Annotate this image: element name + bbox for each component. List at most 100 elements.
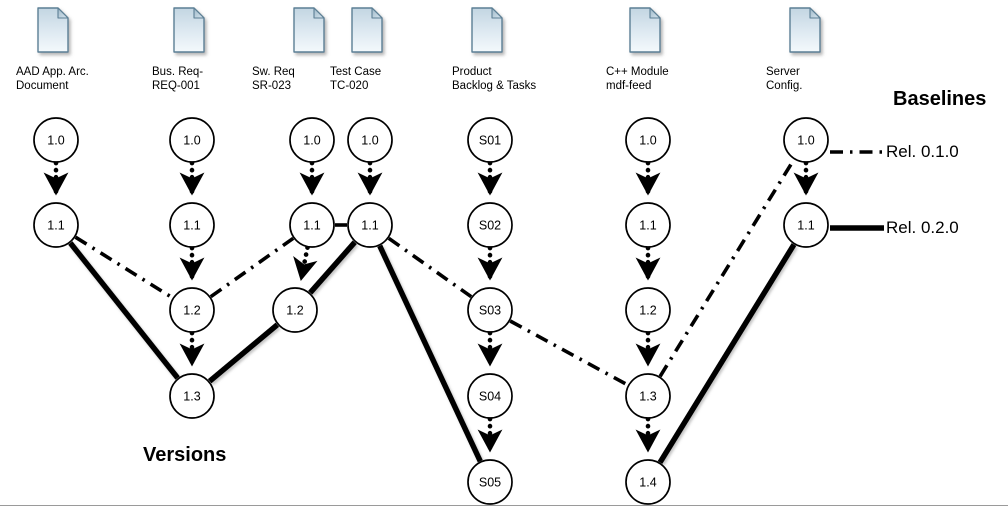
version-node-circle[interactable] [625,459,671,505]
version-node-label: 1.0 [797,134,814,148]
version-node[interactable]: 1.0 [169,117,215,163]
version-node-label: 1.3 [639,390,656,404]
version-arrows-group [43,160,819,453]
version-node-circle[interactable] [467,373,513,419]
baseline-segment [209,236,295,299]
baselines-title: Baselines [893,88,987,110]
version-node-label: 1.1 [303,219,320,233]
baseline-segment [387,236,473,299]
version-node[interactable]: 1.4 [625,459,671,505]
version-node[interactable]: 1.0 [289,117,335,163]
version-node-circle[interactable] [289,202,335,248]
version-node[interactable]: 1.3 [625,373,671,419]
version-node-label: 1.0 [361,134,378,148]
document-label: Bus. Req- REQ-001 [152,66,204,92]
version-nodes-group: 1.0 1.1 1.0 1.1 1.2 1.3 1.0 1.1 1.2 1.0 1.1 S01S02S… [33,117,829,505]
baseline-rel-0-2-0-path [68,240,797,485]
document-icon [173,7,205,53]
version-node-label: 1.2 [639,304,656,318]
document-icon [789,7,821,53]
version-node-label: S04 [479,390,501,404]
document-label: AAD App. Arc. Document [16,66,89,92]
version-node[interactable]: 1.2 [169,287,215,333]
version-node-label: 1.0 [639,134,656,148]
version-node-circle[interactable] [347,117,393,163]
version-node-circle[interactable] [467,117,513,163]
version-node[interactable]: 1.2 [625,287,671,333]
version-node-label: S05 [479,476,501,490]
version-node-circle[interactable] [169,373,215,419]
document-label: Sw. Req SR-023 [252,66,295,92]
version-node-circle[interactable] [625,117,671,163]
version-node[interactable]: 1.1 [783,202,829,248]
version-node-label: S02 [479,219,501,233]
version-node-circle[interactable] [625,202,671,248]
version-node[interactable]: 1.0 [33,117,79,163]
legend-label: Rel. 0.1.0 [886,142,959,161]
baseline-segment [657,243,797,464]
document-icon [293,7,325,53]
version-node[interactable]: S03 [467,287,513,333]
version-node-label: 1.0 [47,134,64,148]
version-node-circle[interactable] [467,202,513,248]
version-node-circle[interactable] [169,117,215,163]
version-node[interactable]: S02 [467,202,513,248]
document-icon [471,7,503,53]
baseline-segment [74,235,174,300]
version-node-circle[interactable] [467,287,513,333]
version-node-circle[interactable] [169,202,215,248]
version-node[interactable]: 1.3 [169,373,215,419]
version-node[interactable]: 1.1 [347,202,393,248]
version-node[interactable]: 1.1 [169,202,215,248]
version-node[interactable]: 1.0 [625,117,671,163]
version-node[interactable]: S05 [467,459,513,505]
document-label: Product Backlog & Tasks [452,66,537,92]
baseline-segment [509,319,629,387]
version-node-label: 1.1 [183,219,200,233]
bottom-divider [0,505,1008,506]
legend-lines-group [830,150,884,231]
version-node-label: 1.2 [286,304,303,318]
document-icon [37,7,69,53]
version-node[interactable]: S04 [467,373,513,419]
version-node-label: 1.0 [303,134,320,148]
version-node-circle[interactable] [467,459,513,505]
version-node[interactable]: 1.2 [272,287,318,333]
baseline-segment [308,240,357,295]
version-node-circle[interactable] [625,373,671,419]
version-node-circle[interactable] [783,202,829,248]
version-node-label: 1.1 [47,219,64,233]
version-node[interactable]: 1.1 [625,202,671,248]
version-node-circle[interactable] [33,117,79,163]
baseline-segment [68,241,180,380]
version-node-label: 1.0 [183,134,200,148]
baseline-segment [207,322,280,384]
baseline-rel-0-1-0-path [74,158,796,387]
legend-label: Rel. 0.2.0 [886,218,959,237]
version-node[interactable]: 1.1 [289,202,335,248]
version-node-label: S03 [479,304,501,318]
version-node-circle[interactable] [289,117,335,163]
document-icons-group [37,7,821,53]
baseline-segment [377,244,483,463]
version-node[interactable]: S01 [467,117,513,163]
baseline-segment [658,158,796,378]
version-node-label: 1.3 [183,390,200,404]
version-node[interactable]: 1.0 [347,117,393,163]
document-label: Test Case TC-020 [330,66,382,92]
version-node-label: 1.1 [797,219,814,233]
version-node-circle[interactable] [347,202,393,248]
versions-title: Versions [143,444,227,466]
version-node-circle[interactable] [625,287,671,333]
version-node-circle[interactable] [33,202,79,248]
version-node-circle[interactable] [783,117,829,163]
version-node-circle[interactable] [169,287,215,333]
version-node-circle[interactable] [272,287,318,333]
version-node[interactable]: 1.1 [33,202,79,248]
version-node-label: 1.2 [183,304,200,318]
document-label: C++ Module mdf-feed [606,66,669,92]
document-icon [351,7,383,53]
version-node[interactable]: 1.0 [783,117,829,163]
